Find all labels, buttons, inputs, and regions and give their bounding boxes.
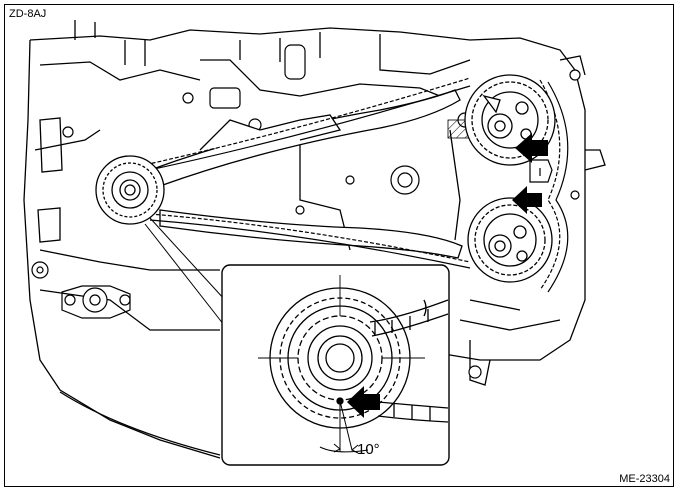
chain-guide-lower [159,209,463,259]
arrow-crank-mark [347,386,380,418]
chain-guide-upper [149,89,461,187]
detail-chain [369,299,449,423]
angle-indicator [319,400,369,454]
arrow-intake-mark [515,133,548,163]
figure-code-bottom: ME-23304 [619,473,670,485]
angle-label: 10° [357,441,380,458]
engine-block [23,20,606,459]
intake-camshaft-sprocket [464,74,556,166]
crankshaft-sprocket [95,155,165,225]
block-bolts [31,44,581,379]
detail-crank-sprocket [258,275,425,452]
callout-leader [144,217,226,326]
exhaust-camshaft-sprocket [467,197,553,283]
cam-timing-marks [529,159,553,183]
bracket [61,285,131,319]
arrow-exhaust-mark [512,186,542,214]
figure-code-top: ZD-8AJ [9,8,47,20]
